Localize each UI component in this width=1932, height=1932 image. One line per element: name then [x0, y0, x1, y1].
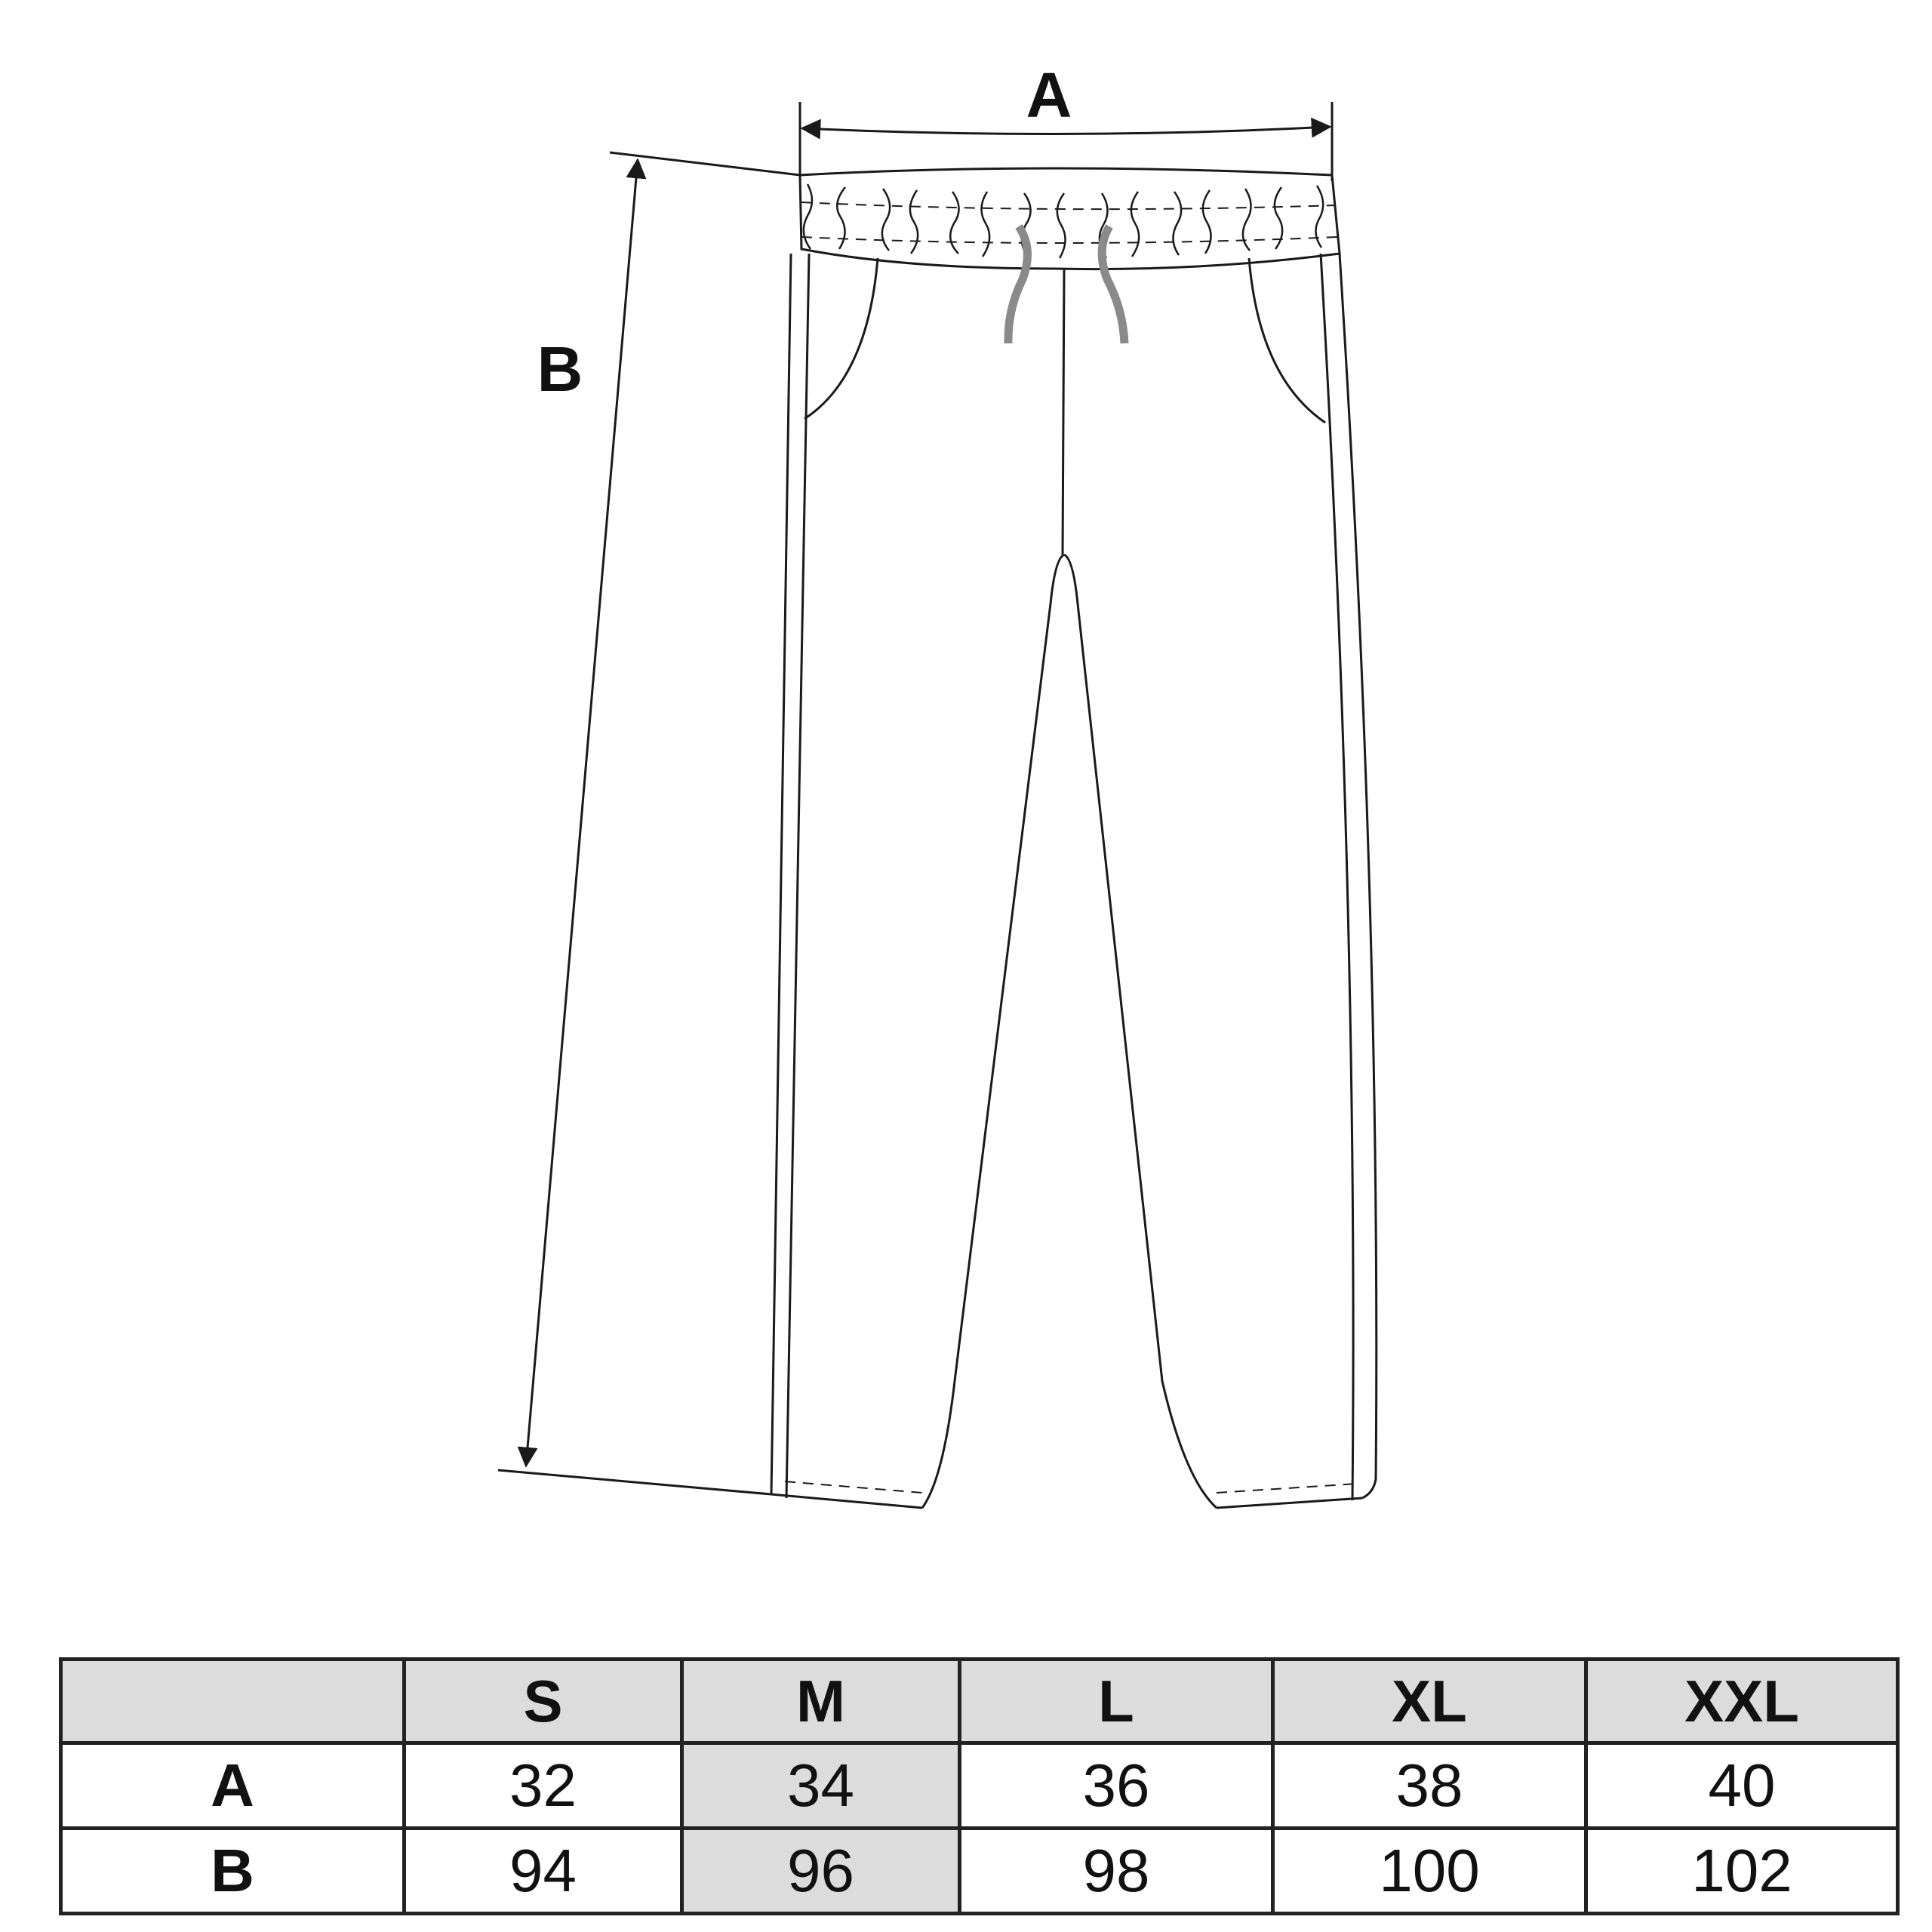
drawstring-left: [1004, 223, 1032, 344]
left-inseam: [921, 553, 1065, 1509]
value-a-m: 34: [680, 1741, 961, 1830]
row-label-b: B: [59, 1826, 406, 1915]
table-row: A 32 34 36 38 40: [59, 1741, 1900, 1830]
center-front-seam: [1061, 268, 1066, 555]
left-outer-seam: [770, 253, 792, 1495]
left-hem: [771, 1493, 923, 1509]
dim-b-ext-bottom: [497, 1469, 772, 1496]
value-b-xl: 100: [1271, 1826, 1588, 1915]
corner-cell: [59, 1657, 406, 1745]
dimension-a: [798, 102, 1334, 181]
size-chart-table: S M L XL XXL A 32 34 36 38 40 B 94 96 98…: [59, 1657, 1900, 1915]
table-row: B 94 96 98 100 102: [59, 1826, 1900, 1915]
right-pocket: [1247, 257, 1326, 424]
right-side-stripe: [1319, 253, 1355, 1501]
dim-b-ext-top: [609, 151, 801, 177]
dim-a-label: A: [1026, 60, 1072, 131]
value-b-s: 94: [402, 1826, 684, 1915]
row-label-a: A: [59, 1741, 406, 1830]
waistband-stitch-top: [801, 202, 1337, 211]
waistband-gathers: [802, 183, 1324, 259]
value-a-xxl: 40: [1584, 1741, 1900, 1830]
waistband: [798, 167, 1341, 271]
right-inseam: [1063, 553, 1218, 1509]
dimension-b: [497, 151, 801, 1496]
dim-b-arrow: [517, 158, 647, 1468]
size-header-l: L: [958, 1657, 1275, 1745]
left-pocket: [804, 257, 879, 420]
pants-outline: [770, 167, 1378, 1509]
waistband-stitch-bottom: [801, 236, 1338, 244]
value-b-l: 98: [958, 1826, 1275, 1915]
value-a-l: 36: [958, 1741, 1275, 1830]
dim-b-label: B: [537, 334, 583, 405]
value-b-xxl: 102: [1584, 1826, 1900, 1915]
value-a-s: 32: [402, 1741, 684, 1830]
right-hem: [1216, 1497, 1363, 1509]
dim-a-arrow: [800, 117, 1332, 140]
value-b-m: 96: [680, 1826, 961, 1915]
size-header-xl: XL: [1271, 1657, 1588, 1745]
size-header-s: S: [402, 1657, 684, 1745]
size-header-xxl: XXL: [1584, 1657, 1900, 1745]
size-header-m: M: [680, 1657, 961, 1745]
drawstring-right: [1097, 224, 1129, 344]
right-hem-stitch: [1216, 1483, 1358, 1494]
left-hem-stitch: [784, 1481, 923, 1494]
left-side-stripe: [785, 253, 811, 1499]
pants-measurement-diagram: A B: [497, 60, 1378, 1509]
size-header-row: S M L XL XXL: [59, 1657, 1900, 1745]
value-a-xl: 38: [1271, 1741, 1588, 1830]
right-outer-seam: [1338, 253, 1378, 1500]
